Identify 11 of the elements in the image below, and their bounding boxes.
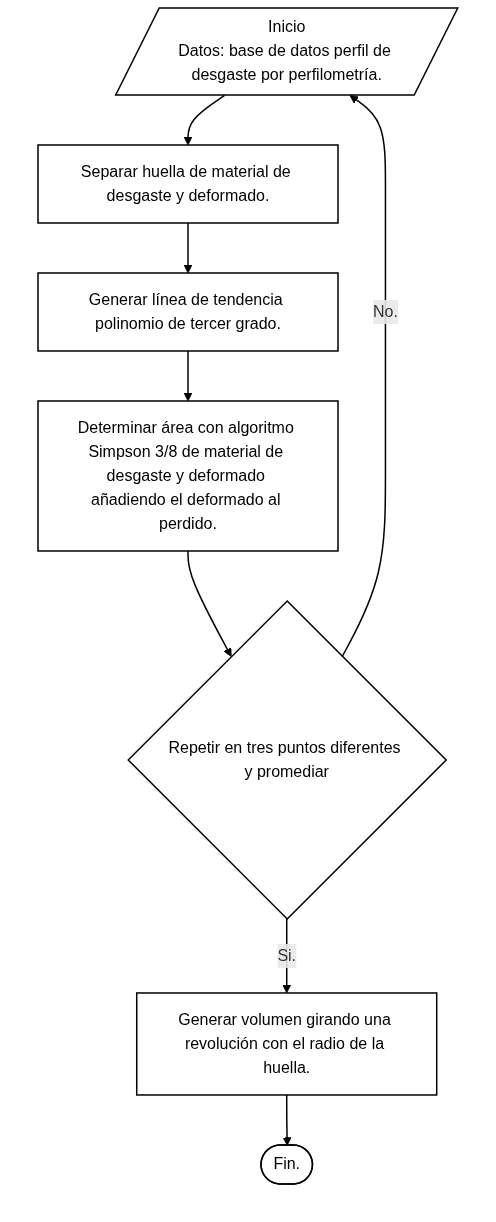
edge-label: Si. <box>277 946 297 964</box>
node-box: Separar huella de material de desgaste y deformado. <box>37 144 339 224</box>
node-box: Generar línea de tendencia polinomio de tercer grado. <box>37 272 339 352</box>
arrow <box>282 1094 292 1146</box>
edge-label: No. <box>373 302 399 320</box>
node-diamond: Repetir en tres puntos diferentes y promediar <box>127 599 448 921</box>
arrow <box>183 222 193 274</box>
node-box: Determinar área con algoritmo Simpson 3/8 de material de desgaste y deformado añadiendo el deformado al perdido. <box>37 400 339 552</box>
arrow <box>187 550 232 657</box>
node-box: Generar volumen girando una revolución con el radio de la huella. <box>136 992 438 1096</box>
arrow <box>183 350 193 402</box>
